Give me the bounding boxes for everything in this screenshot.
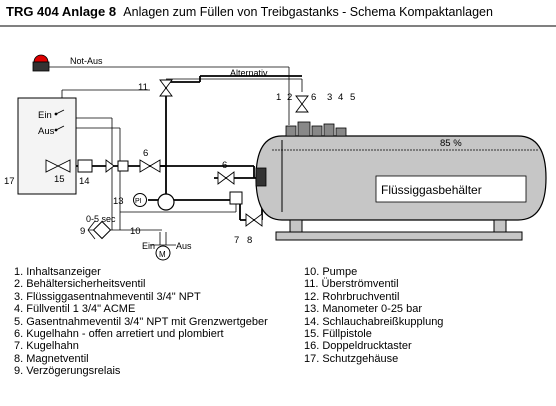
callout-11: 11 (138, 82, 148, 93)
control-wiring (48, 66, 303, 246)
callout-6-top: 6 (311, 92, 316, 103)
solenoid-valve-icon (229, 191, 263, 227)
top-ball-valve-icon (295, 95, 309, 113)
motor-icon (155, 245, 171, 261)
callout-13: 13 (113, 196, 124, 207)
callout-2: 2 (287, 92, 292, 103)
legend-item: 10. Pumpe (304, 266, 358, 278)
callout-6-mid: 6 (222, 160, 227, 171)
callout-5: 5 (350, 92, 355, 103)
pipe-break-valve-icon (105, 159, 129, 173)
legend-item: 6. Kugelhahn - offen arretiert und plomb… (14, 328, 224, 341)
callout-17: 17 (4, 176, 15, 187)
legend-item: 5. Gasentnahmeventil 3/4" NPT mit Grenzw… (14, 315, 268, 328)
delay-label: 0-5 sec (86, 214, 116, 224)
legend-item: 4. Füllventil 1 3/4" ACME (14, 303, 136, 316)
callout-15: 15 (54, 174, 65, 185)
callout-9: 9 (80, 226, 85, 237)
legend-item: 8. Magnetventil (14, 352, 89, 365)
legend-item: 11. Überströmventil (304, 278, 399, 291)
switch-on-label: Ein (38, 110, 52, 121)
legend-item: 16. Doppeldrucktaster (304, 340, 412, 353)
callout-7: 7 (234, 235, 239, 246)
legend-left: 1. Inhaltsanzeiger 2. Behältersicherheit… (14, 266, 268, 378)
pump-off-label: Aus (176, 241, 192, 251)
manometer-icon (133, 193, 147, 207)
alternativ-label: Alternativ (230, 68, 268, 78)
tank-dome-valves (285, 121, 347, 137)
legend-item: 1. Inhaltsanzeiger (14, 266, 101, 278)
protective-housing (17, 97, 77, 195)
callout-12: 6 (143, 148, 148, 159)
callout-1: 1 (276, 92, 281, 103)
callout-4: 4 (338, 92, 343, 103)
legend-item: 12. Rohrbruchventil (304, 290, 400, 303)
pump-icon (157, 193, 175, 211)
switch-off-label: Aus (38, 126, 55, 137)
page-title: TRG 404 Anlage 8 Anlagen zum Füllen von … (6, 4, 493, 19)
callout-14: 14 (79, 176, 90, 187)
callout-8: 8 (247, 235, 252, 246)
lpg-tank (255, 135, 547, 241)
pump-on-label: Ein (142, 241, 155, 251)
tank-label: Flüssiggasbehälter (381, 183, 482, 197)
callout-10: 10 (130, 226, 141, 237)
ball-valve-icon (139, 159, 161, 173)
motor-label: M (159, 250, 166, 259)
legend-item: 2. Behältersicherheitsventil (14, 278, 146, 291)
legend-item: 3. Flüssiggasentnahmeventil 3/4" NPT (14, 290, 201, 303)
legend-right: 10. Pumpe 11. Überströmventil 12. Rohrbr… (304, 266, 443, 365)
legend-item: 7. Kugelhahn (14, 340, 79, 353)
legend-item: 9. Verzögerungsrelais (14, 365, 121, 378)
breakaway-coupling-icon (77, 159, 93, 173)
manometer-pi-label: PI (135, 198, 142, 205)
legend-item: 17. Schutzgehäuse (304, 352, 399, 365)
legend-item: 13. Manometer 0-25 bar (304, 303, 423, 316)
delay-relay-icon (92, 220, 112, 240)
ball-valve-mid-icon (217, 171, 235, 185)
fill-level-label: 85 % (440, 138, 462, 149)
title-description: Anlagen zum Füllen von Treibgastanks - S… (123, 5, 493, 19)
emergency-stop-icon (32, 54, 50, 72)
title-code: TRG 404 Anlage 8 (6, 4, 117, 19)
fill-pistol-icon (45, 159, 71, 173)
legend-item: 15. Füllpistole (304, 328, 372, 341)
overflow-valve-icon (159, 79, 173, 97)
not-aus-label: Not-Aus (70, 56, 103, 66)
legend-item: 14. Schlauchabreißkupplung (304, 315, 444, 328)
callout-3: 3 (327, 92, 332, 103)
